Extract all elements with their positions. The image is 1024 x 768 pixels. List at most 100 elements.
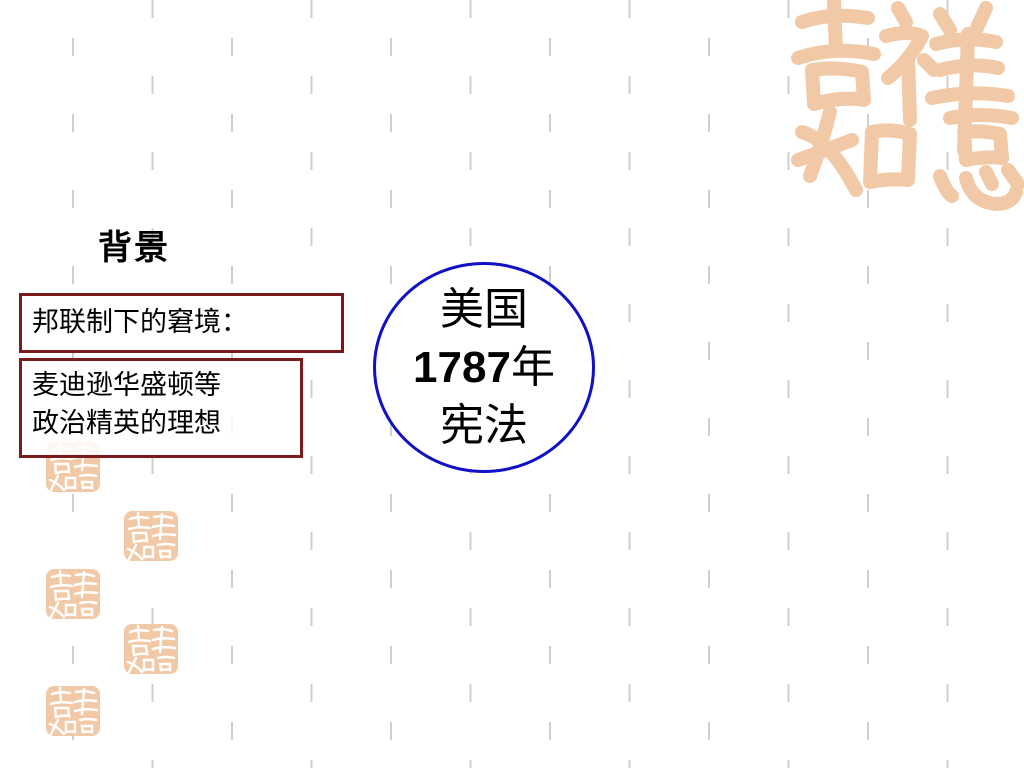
dash-segment (867, 266, 869, 284)
dash-segment (708, 418, 710, 436)
dash-segment (390, 494, 392, 512)
dash-segment (390, 190, 392, 208)
dash-segment (628, 304, 631, 322)
dash-segment (628, 684, 631, 702)
seal-stamp-3 (46, 569, 100, 619)
dash-segment (231, 494, 233, 512)
dash-segment (549, 722, 551, 740)
predicament-box: 邦联制下的窘境： (19, 293, 344, 353)
dash-segment (151, 228, 154, 246)
dash-segment (72, 494, 74, 512)
dash-segment (151, 0, 154, 18)
dash-segment (946, 684, 949, 702)
dash-segment (787, 456, 790, 474)
dash-segment (72, 266, 74, 284)
dash-segment (310, 152, 313, 170)
dash-segment (390, 38, 392, 56)
dash-segment (310, 608, 313, 626)
year-number: 1787 (413, 342, 511, 392)
dash-segment (787, 152, 790, 170)
dash-segment (310, 532, 313, 550)
dash-segment (787, 76, 790, 94)
dash-segment (867, 646, 869, 664)
circle-line-constitution: 宪法 (440, 399, 528, 451)
dash-segment (390, 570, 392, 588)
dash-segment (628, 380, 631, 398)
dash-segment (72, 646, 74, 664)
year-suffix: 年 (510, 341, 555, 393)
dash-segment (310, 76, 313, 94)
dash-segment (867, 494, 869, 512)
dash-segment (390, 646, 392, 664)
dash-segment (151, 456, 154, 474)
dash-segment (708, 190, 710, 208)
dash-segment (231, 570, 233, 588)
dash-segment (549, 646, 551, 664)
dash-segment (231, 646, 233, 664)
dash-segment (946, 456, 949, 474)
dash-segment (946, 228, 949, 246)
dash-segment (867, 114, 869, 132)
elite-ideal-box: 麦迪逊华盛顿等 政治精英的理想 (19, 358, 303, 458)
dash-segment (787, 228, 790, 246)
dash-segment (390, 266, 392, 284)
dash-segment (390, 722, 392, 740)
dash-segment (946, 608, 949, 626)
constitution-circle: 美国 1787年 宪法 (373, 262, 595, 473)
dash-segment (787, 760, 790, 768)
dash-segment (310, 456, 313, 474)
dash-segment (946, 760, 949, 768)
dash-segment (946, 152, 949, 170)
dash-segment (628, 456, 631, 474)
dash-segment (469, 0, 472, 18)
dash-segment (787, 532, 790, 550)
seal-stamp-4 (124, 624, 178, 674)
dash-segment (310, 228, 313, 246)
dash-segment (867, 190, 869, 208)
dash-segment (469, 228, 472, 246)
dash-segment (151, 76, 154, 94)
dash-segment (310, 760, 313, 768)
dash-segment (708, 494, 710, 512)
dash-segment (867, 342, 869, 360)
dash-segment (628, 228, 631, 246)
dash-segment (708, 342, 710, 360)
seal-stamp-5 (46, 686, 100, 736)
dash-segment (946, 532, 949, 550)
dash-segment (231, 114, 233, 132)
dash-segment (469, 760, 472, 768)
seal-stamp-2 (124, 511, 178, 561)
dash-segment (469, 532, 472, 550)
dash-segment (549, 114, 551, 132)
elite-ideal-line-1: 麦迪逊华盛顿等 (32, 370, 221, 401)
dash-segment (708, 722, 710, 740)
circle-line-country: 美国 (440, 283, 528, 335)
dash-segment (469, 684, 472, 702)
dash-segment (231, 190, 233, 208)
dash-segment (628, 532, 631, 550)
dash-segment (787, 380, 790, 398)
dash-segment (390, 418, 392, 436)
dash-segment (867, 570, 869, 588)
dash-segment (549, 190, 551, 208)
calligraphy-seal-large (791, 0, 1024, 211)
dash-segment (72, 114, 74, 132)
dash-segment (946, 380, 949, 398)
dash-segment (72, 38, 74, 56)
dash-segment (867, 418, 869, 436)
dash-segment (787, 608, 790, 626)
circle-line-year: 1787年 (413, 339, 555, 397)
dash-segment (310, 0, 313, 18)
dash-segment (628, 608, 631, 626)
dash-segment (151, 684, 154, 702)
dash-segment (549, 266, 551, 284)
dash-segment (787, 0, 790, 18)
dash-segment (946, 304, 949, 322)
dash-segment (231, 38, 233, 56)
predicament-text: 邦联制下的窘境： (32, 307, 248, 338)
dash-segment (72, 190, 74, 208)
dash-segment (310, 380, 313, 398)
dash-segment (867, 722, 869, 740)
dash-segment (151, 608, 154, 626)
